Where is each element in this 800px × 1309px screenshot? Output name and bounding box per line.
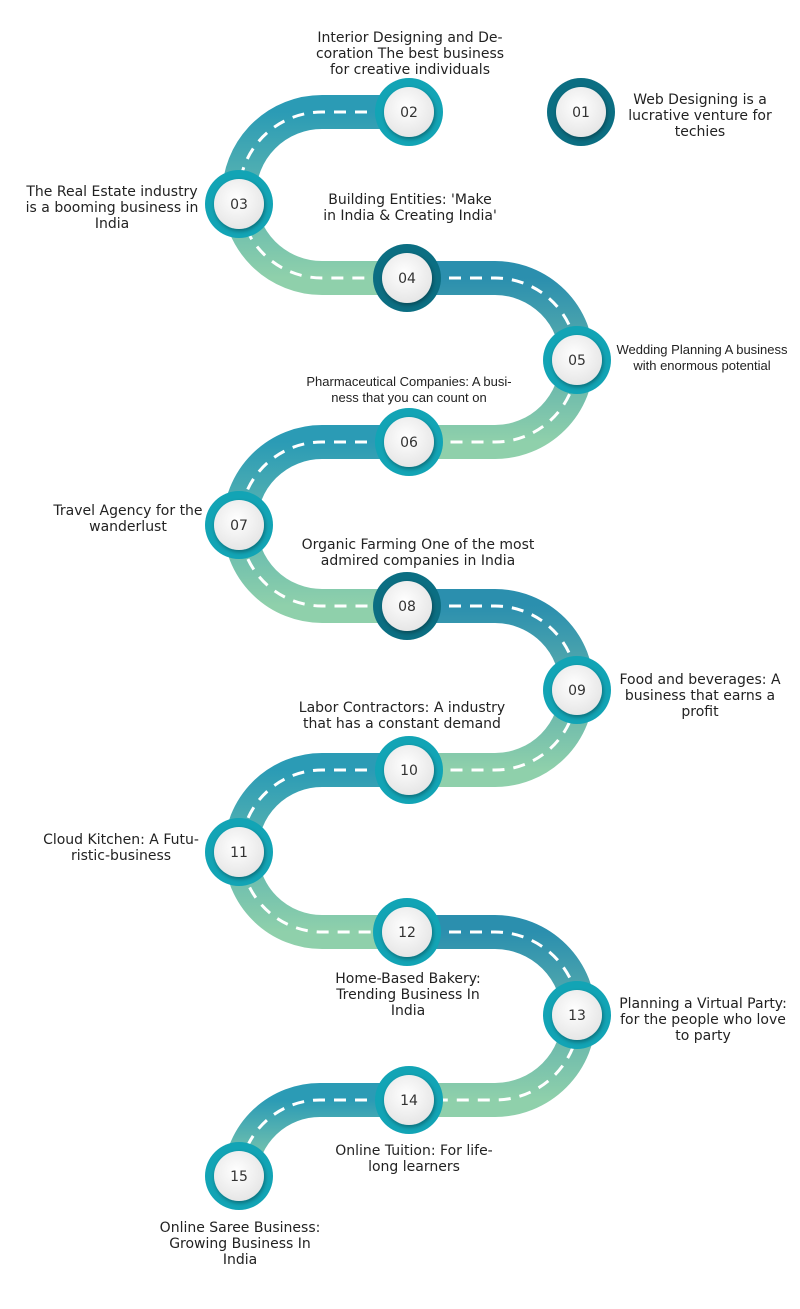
step-face <box>214 827 264 877</box>
step-number: 03 <box>230 197 248 213</box>
step-number: 14 <box>400 1093 418 1109</box>
step-node-09: 09 <box>543 656 611 724</box>
step-node-07: 07 <box>205 491 273 559</box>
step-label-14: Online Tuition: For life-long learners <box>335 1143 493 1175</box>
step-face <box>384 87 434 137</box>
step-node-13: 13 <box>543 981 611 1049</box>
step-number: 12 <box>398 925 416 941</box>
step-label-06: Pharmaceutical Companies: A busi-ness th… <box>306 374 512 405</box>
step-label-09: Food and beverages: A business that earn… <box>619 672 781 720</box>
step-face <box>552 335 602 385</box>
step-node-11: 11 <box>205 818 273 886</box>
step-face <box>382 907 432 957</box>
step-label-12: Home-Based Bakery: Trending Business In … <box>335 971 481 1019</box>
step-face <box>384 417 434 467</box>
step-number: 06 <box>400 435 418 451</box>
step-label-05: Wedding Planning A business with enormou… <box>616 342 788 373</box>
step-label-04: Building Entities: 'Make in India & Crea… <box>323 192 497 224</box>
step-number: 02 <box>400 105 418 121</box>
step-number: 10 <box>400 763 418 779</box>
step-number: 15 <box>230 1169 248 1185</box>
step-number: 04 <box>398 271 416 287</box>
step-face <box>214 1151 264 1201</box>
step-number: 01 <box>572 105 590 121</box>
step-label-01: Web Designing is a lucrative venture for… <box>628 92 772 140</box>
step-label-07: Travel Agency for the wanderlust <box>53 503 203 535</box>
step-face <box>552 665 602 715</box>
step-number: 05 <box>568 353 586 369</box>
step-nodes: 01 02 03 04 05 06 07 08 09 10 11 12 13 14 15 <box>205 78 615 1210</box>
step-number: 08 <box>398 599 416 615</box>
step-node-02: 02 <box>375 78 443 146</box>
step-node-12: 12 <box>373 898 441 966</box>
step-node-03: 03 <box>205 170 273 238</box>
step-number: 07 <box>230 518 248 534</box>
step-node-04: 04 <box>373 244 441 312</box>
step-face <box>214 500 264 550</box>
step-label-11: Cloud Kitchen: A Futu-ristic-business <box>43 832 199 864</box>
step-face <box>384 745 434 795</box>
step-label-03: The Real Estate industry is a booming bu… <box>25 184 199 232</box>
step-number: 09 <box>568 683 586 699</box>
step-number: 13 <box>568 1008 586 1024</box>
step-face <box>384 1075 434 1125</box>
step-node-10: 10 <box>375 736 443 804</box>
step-face <box>214 179 264 229</box>
step-face <box>382 253 432 303</box>
step-face <box>382 581 432 631</box>
step-label-13: Planning a Virtual Party: for the people… <box>619 996 787 1044</box>
step-node-14: 14 <box>375 1066 443 1134</box>
step-node-15: 15 <box>205 1142 273 1210</box>
step-label-02: Interior Designing and De-coration The b… <box>315 30 505 78</box>
step-number: 11 <box>230 845 248 861</box>
step-node-08: 08 <box>373 572 441 640</box>
step-label-08: Organic Farming One of the most admired … <box>301 537 535 569</box>
step-label-15: Online Saree Business: Growing Business … <box>159 1220 321 1268</box>
step-face <box>552 990 602 1040</box>
step-face <box>556 87 606 137</box>
step-label-10: Labor Contractors: A industry that has a… <box>298 700 506 732</box>
step-node-05: 05 <box>543 326 611 394</box>
step-node-06: 06 <box>375 408 443 476</box>
step-node-01: 01 <box>547 78 615 146</box>
